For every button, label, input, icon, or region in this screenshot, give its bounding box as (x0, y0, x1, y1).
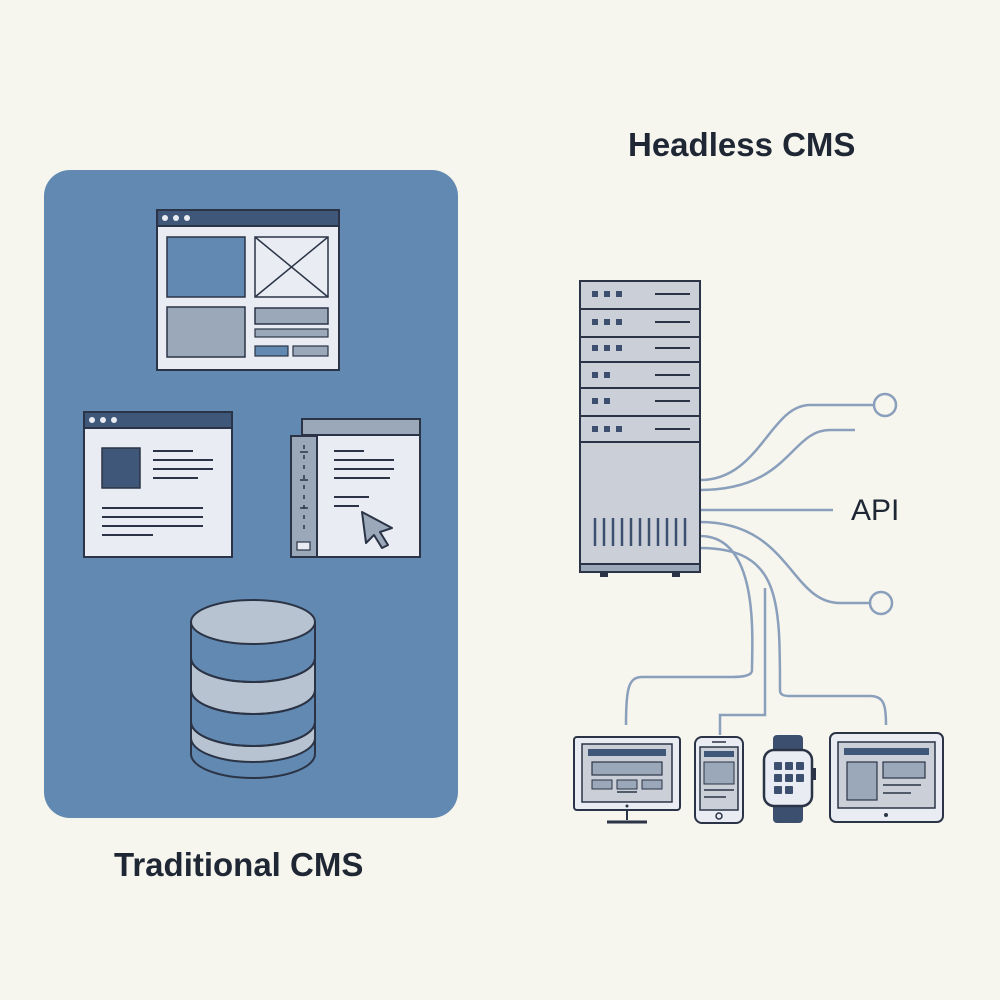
mobile-phone-icon (694, 736, 744, 824)
desktop-monitor-icon (573, 736, 681, 824)
traditional-cms-title: Traditional CMS (114, 846, 364, 883)
traditional-cms-panel (44, 170, 458, 818)
cursor-arrow-icon (361, 511, 393, 549)
server-rack-icon (579, 280, 701, 577)
api-connectors (624, 403, 888, 735)
api-label: API (851, 494, 900, 527)
tablet-icon (829, 732, 944, 823)
layout-window-icon (156, 209, 340, 371)
editor-window-icon (290, 418, 421, 558)
smartwatch-icon (762, 735, 816, 823)
content-page-icon (83, 411, 233, 558)
database-icon (190, 599, 316, 779)
api-endpoint-top (872, 392, 898, 418)
headless-cms-title: Headless CMS (628, 126, 856, 163)
api-endpoint-bottom (868, 590, 894, 616)
